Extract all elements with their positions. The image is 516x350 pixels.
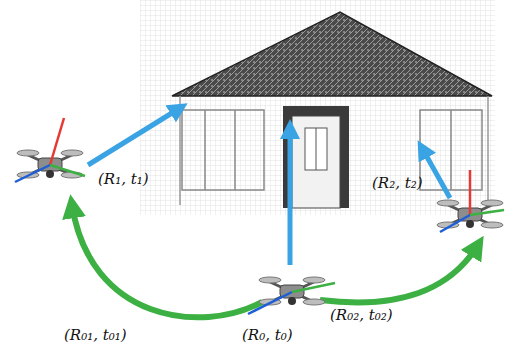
pose-label: (R₂, t₂) [372,174,423,192]
pose-label: (R₀₂, t₀₂) [330,306,393,324]
pose-label: (R₀, t₀) [242,326,293,344]
pose-label: (R₀₁, t₀₁) [64,326,127,344]
pose-label: (R₁, t₁) [98,170,149,188]
